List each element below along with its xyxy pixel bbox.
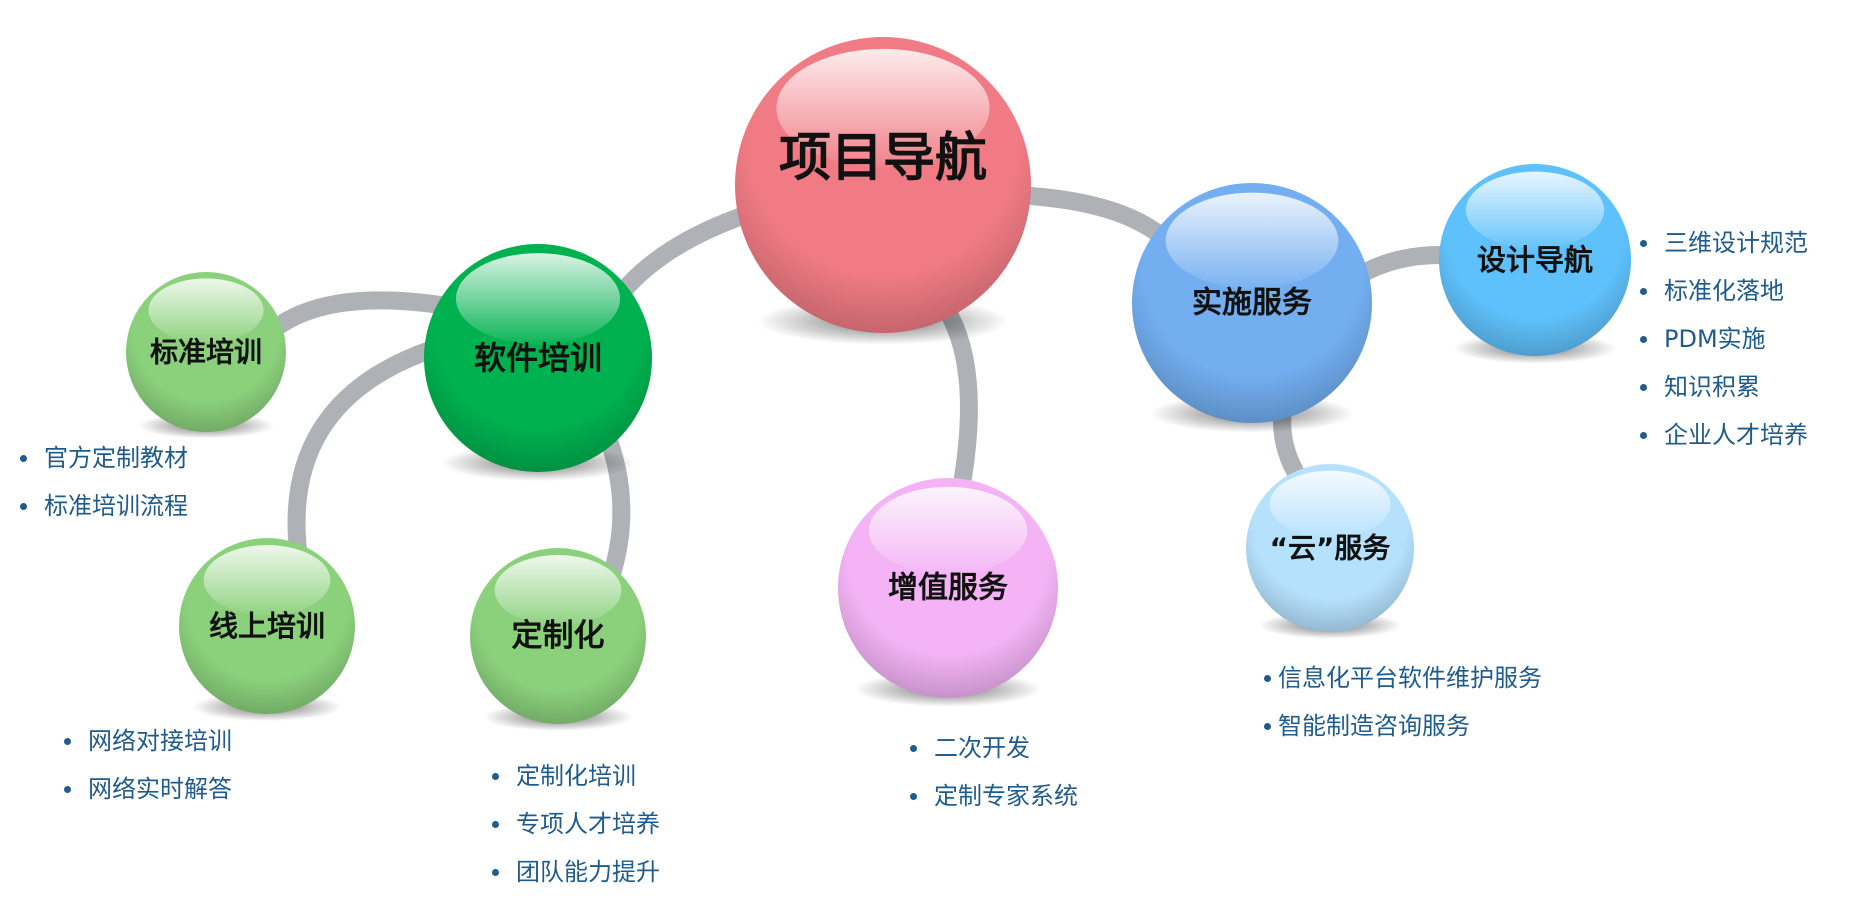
value-added-services-node: 增值服务 <box>838 478 1058 707</box>
connector-center-software <box>611 206 754 304</box>
standard-training-items: 官方定制教材 标准培训流程 <box>18 434 188 530</box>
list-item: 专项人才培养 <box>490 800 660 848</box>
node-gloss <box>1165 192 1339 289</box>
node-gloss <box>776 48 990 168</box>
connector-software-custom <box>596 421 631 589</box>
node-label: 软件培训 <box>474 339 602 377</box>
center-node: 项目导航 <box>735 37 1031 345</box>
node-label: 项目导航 <box>779 128 987 188</box>
standard-training-node: 标准培训 <box>126 272 286 439</box>
node-label: 设计导航 <box>1477 243 1593 277</box>
list-item: 智能制造咨询服务 <box>1264 702 1542 750</box>
design-navigation-items: 三维设计规范 标准化落地 PDM实施 知识积累 企业人才培养 <box>1638 219 1808 459</box>
customization-items: 定制化培训 专项人才培养 团队能力提升 <box>490 752 660 896</box>
list-item: 团队能力提升 <box>490 848 660 896</box>
list-item: 定制化培训 <box>490 752 660 800</box>
software-training-node: 软件培训 <box>424 244 652 482</box>
list-item: 二次开发 <box>908 724 1078 772</box>
list-item: PDM实施 <box>1638 315 1808 363</box>
node-gloss <box>148 278 264 343</box>
implementation-services-node: 实施服务 <box>1132 183 1372 433</box>
connector-software-online <box>287 341 439 574</box>
node-gloss <box>203 545 331 616</box>
node-label: 标准培训 <box>150 336 262 369</box>
list-item: 网络实时解答 <box>62 765 232 813</box>
node-gloss <box>455 253 621 345</box>
connector-center-implementation <box>1006 186 1169 244</box>
list-item: 网络对接培训 <box>62 717 232 765</box>
list-item: 三维设计规范 <box>1638 219 1808 267</box>
customization-node: 定制化 <box>470 548 646 732</box>
node-gloss <box>1269 470 1391 538</box>
list-item: 标准化落地 <box>1638 267 1808 315</box>
list-item: 企业人才培养 <box>1638 411 1808 459</box>
cloud-services-items: 信息化平台软件维护服务 智能制造咨询服务 <box>1264 654 1542 750</box>
online-training-node: 线上培训 <box>179 538 355 722</box>
connector-impl-design <box>1351 246 1449 284</box>
list-item: 知识积累 <box>1638 363 1808 411</box>
list-item: 定制专家系统 <box>908 772 1078 820</box>
list-item: 标准培训流程 <box>18 482 188 530</box>
design-navigation-node: 设计导航 <box>1439 164 1631 364</box>
node-label: 增值服务 <box>888 571 1008 606</box>
value-added-services-items: 二次开发 定制专家系统 <box>908 724 1078 820</box>
node-gloss <box>868 486 1028 575</box>
node-gloss <box>494 555 622 626</box>
list-item: 信息化平台软件维护服务 <box>1264 654 1542 702</box>
list-item: 官方定制教材 <box>18 434 188 482</box>
node-label: 定制化 <box>512 618 605 654</box>
node-label: “云”服务 <box>1270 532 1391 565</box>
cloud-services-node: “云”服务 <box>1246 464 1414 639</box>
node-label: 实施服务 <box>1192 286 1312 321</box>
node-label: 线上培训 <box>209 609 325 643</box>
online-training-items: 网络对接培训 网络实时解答 <box>62 717 232 813</box>
node-gloss <box>1465 171 1605 249</box>
